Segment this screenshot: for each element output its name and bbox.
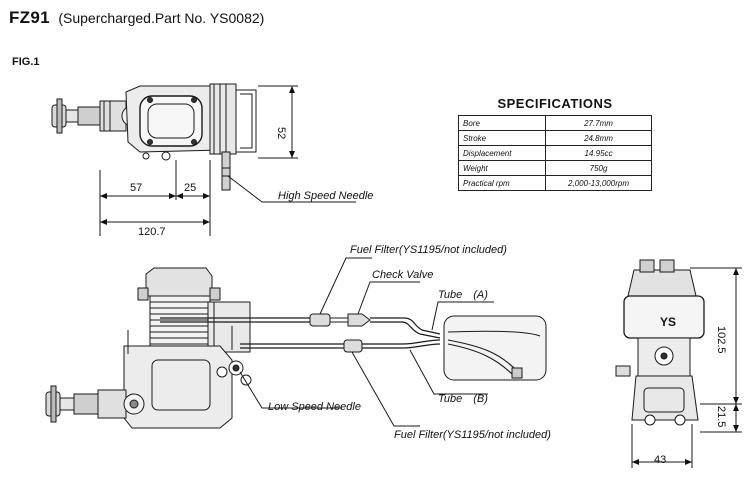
- label-tube-a: Tube (A): [438, 289, 488, 301]
- label-fuel-filter-bottom: Fuel Filter(YS1195/not included): [394, 429, 551, 441]
- svg-text:YS: YS: [660, 315, 676, 329]
- figure-label: FIG.1: [12, 56, 40, 68]
- spec-value: 2,000-13,000rpm: [545, 175, 652, 191]
- label-tube-b: Tube (B): [438, 393, 488, 405]
- front-view-dimensions: [631, 267, 742, 468]
- dimension-57: 57: [130, 182, 142, 194]
- engine-front-view: YS: [615, 259, 705, 426]
- spec-label: Practical rpm: [457, 175, 547, 191]
- specifications-table: Bore 27.7mm Stroke 24.8mm Displacement 1…: [457, 115, 652, 191]
- dimension-102-5: 102.5: [715, 326, 727, 354]
- engine-side-view: [45, 267, 252, 429]
- label-high-speed-needle: High Speed Needle: [278, 190, 373, 202]
- spec-row: Practical rpm 2,000-13,000rpm: [457, 175, 652, 191]
- spec-row: Displacement 14.95cc: [457, 145, 652, 161]
- specifications-box: SPECIFICATIONS Bore 27.7mm Stroke 24.8mm…: [457, 96, 652, 191]
- spec-value: 24.8mm: [545, 130, 652, 146]
- top-view-dimensions: [99, 85, 356, 236]
- label-low-speed-needle: Low Speed Needle: [268, 401, 361, 413]
- page-title: FZ91 (Supercharged.Part No. YS0082): [9, 8, 264, 28]
- spec-label: Weight: [457, 160, 547, 176]
- spec-value: 14.95cc: [545, 145, 652, 161]
- part-number: (Supercharged.Part No. YS0082): [58, 10, 265, 26]
- spec-label: Stroke: [457, 130, 547, 146]
- dimension-120-7: 120.7: [138, 226, 166, 238]
- label-fuel-filter-top: Fuel Filter(YS1195/not included): [350, 244, 507, 256]
- spec-row: Bore 27.7mm: [457, 115, 652, 131]
- spec-row: Weight 750g: [457, 160, 652, 176]
- dimension-21-5: 21.5: [715, 406, 727, 427]
- dimension-25: 25: [184, 182, 196, 194]
- spec-label: Displacement: [457, 145, 547, 161]
- spec-row: Stroke 24.8mm: [457, 130, 652, 146]
- spec-value: 750g: [545, 160, 652, 176]
- specifications-title: SPECIFICATIONS: [497, 96, 613, 111]
- spec-label: Bore: [457, 115, 547, 131]
- dimension-43: 43: [654, 454, 666, 466]
- label-check-valve: Check Valve: [372, 269, 433, 281]
- dimension-52: 52: [275, 127, 287, 139]
- engine-top-view: [51, 83, 257, 191]
- model-name: FZ91: [9, 8, 50, 27]
- spec-value: 27.7mm: [545, 115, 652, 131]
- fuel-system: [160, 257, 547, 427]
